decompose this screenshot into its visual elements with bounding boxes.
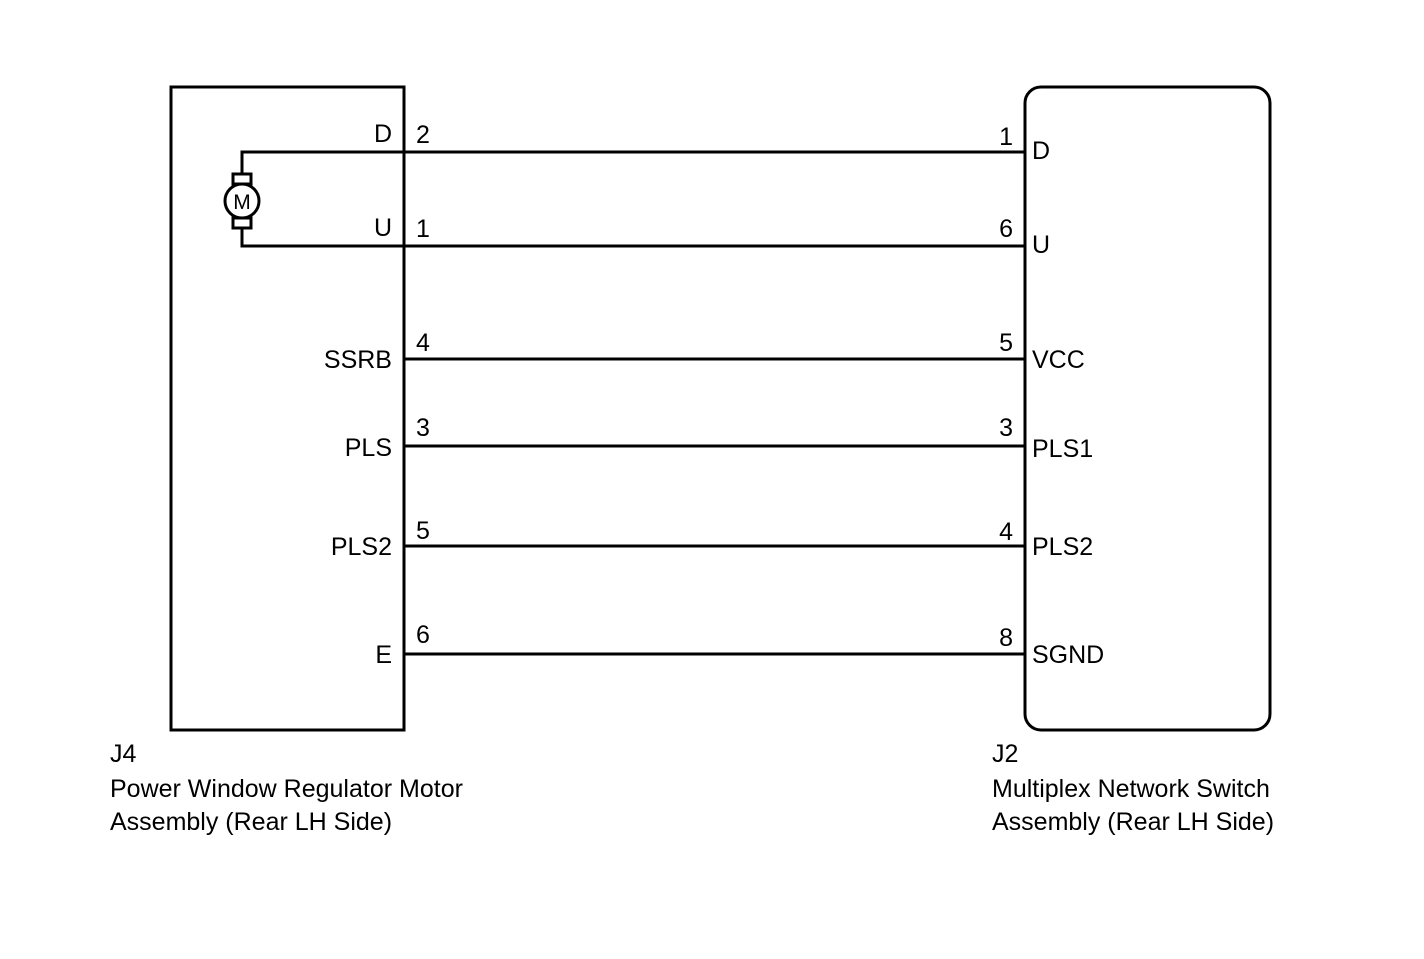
left-pin-number: 3 xyxy=(416,414,430,442)
right-terminal-label: PLS1 xyxy=(1032,435,1093,463)
right-component-name-line2: Assembly (Rear LH Side) xyxy=(992,808,1274,836)
left-pin-number: 5 xyxy=(416,517,430,545)
wire-e-sgnd: E 6 8 SGND xyxy=(375,621,1104,669)
left-component-name-line2: Assembly (Rear LH Side) xyxy=(110,808,392,836)
left-component-caption: J4 Power Window Regulator Motor Assembly… xyxy=(110,740,463,836)
right-pin-number: 1 xyxy=(999,123,1013,151)
left-component-box xyxy=(169,85,406,732)
left-pin-number: 2 xyxy=(416,121,430,149)
motor-symbol-label: M xyxy=(233,191,251,214)
right-pin-number: 4 xyxy=(999,518,1013,546)
left-pin-number: 6 xyxy=(416,621,430,649)
right-terminal-label: D xyxy=(1032,137,1050,165)
right-component-caption: J2 Multiplex Network Switch Assembly (Re… xyxy=(992,740,1274,836)
motor-icon: M xyxy=(223,150,404,248)
left-terminal-label: E xyxy=(375,641,392,669)
left-terminal-label: PLS2 xyxy=(331,533,392,561)
left-pin-number: 4 xyxy=(416,329,430,357)
left-terminal-label: D xyxy=(374,120,392,148)
right-terminal-label: U xyxy=(1032,231,1050,259)
right-component-name-line1: Multiplex Network Switch xyxy=(992,775,1270,803)
left-terminal-label: U xyxy=(374,214,392,242)
right-pin-number: 8 xyxy=(999,624,1013,652)
left-component-id: J4 xyxy=(110,740,137,768)
right-terminal-label: PLS2 xyxy=(1032,533,1093,561)
left-component-name-line1: Power Window Regulator Motor xyxy=(110,775,463,803)
right-pin-number: 5 xyxy=(999,329,1013,357)
right-pin-number: 6 xyxy=(999,215,1013,243)
wire-pls2: PLS2 5 4 PLS2 xyxy=(331,517,1093,561)
right-component-box xyxy=(1023,85,1272,732)
left-pin-number: 1 xyxy=(416,215,430,243)
wire-pls-pls1: PLS 3 3 PLS1 xyxy=(345,414,1093,463)
left-terminal-label: PLS xyxy=(345,434,392,462)
wire-ssrb-vcc: SSRB 4 5 VCC xyxy=(324,329,1085,374)
right-terminal-label: SGND xyxy=(1032,641,1104,669)
wire-u: U 1 6 U xyxy=(374,214,1050,259)
wire-d: D 2 1 D xyxy=(374,120,1050,165)
right-terminal-label: VCC xyxy=(1032,346,1085,374)
right-pin-number: 3 xyxy=(999,414,1013,442)
left-terminal-label: SSRB xyxy=(324,346,392,374)
right-component-id: J2 xyxy=(992,740,1018,768)
